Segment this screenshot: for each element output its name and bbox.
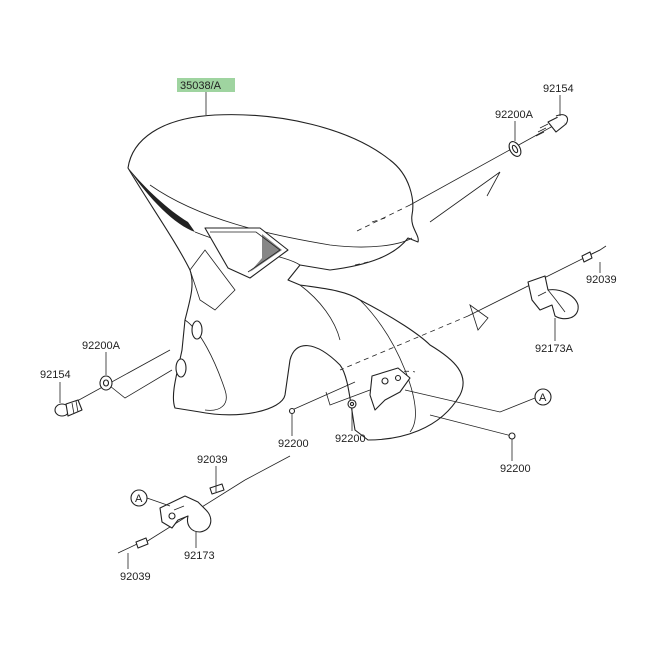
label-nut-mid-center: 92200 xyxy=(335,433,366,445)
label-bracket-right: 92173A xyxy=(535,343,574,355)
nut-mid-left-icon xyxy=(288,407,296,415)
bracket-right-icon xyxy=(527,275,579,320)
ref-a-left: A xyxy=(130,489,171,507)
label-washer-top-right: 92200A xyxy=(495,109,534,121)
label-clip-lower-bottom: 92039 xyxy=(120,571,151,583)
label-bracket-lower: 92173 xyxy=(184,550,215,562)
ref-a-right: A xyxy=(534,388,552,406)
label-bolt-left: 92154 xyxy=(40,369,71,381)
nut-right-lower-icon xyxy=(508,432,516,440)
label-nut-right-lower: 92200 xyxy=(500,463,531,475)
clip-lower-bottom-icon xyxy=(117,537,149,554)
nut-mid-center-icon xyxy=(347,399,357,409)
washer-left-icon xyxy=(99,375,113,391)
bolt-top-right-icon xyxy=(535,114,569,137)
ref-a-right-text: A xyxy=(539,392,547,404)
bracket-lower-icon xyxy=(159,495,212,533)
label-clip-lower-top: 92039 xyxy=(197,454,228,466)
label-clip-right: 92039 xyxy=(586,274,617,286)
label-nut-mid-left: 92200 xyxy=(278,438,309,450)
fender-bracket xyxy=(369,367,411,411)
ref-a-left-text: A xyxy=(135,493,143,505)
washer-top-right-icon xyxy=(508,141,522,157)
label-fender-part: 35038/A xyxy=(177,78,235,115)
label-washer-left: 92200A xyxy=(82,340,121,352)
clip-lower-top-icon xyxy=(209,480,225,495)
label-bolt-top-right: 92154 xyxy=(543,83,574,95)
fender-part-number: 35038/A xyxy=(180,80,222,92)
clip-right-icon xyxy=(581,245,607,263)
front-fender xyxy=(127,114,464,441)
bolt-left-icon xyxy=(54,399,83,417)
